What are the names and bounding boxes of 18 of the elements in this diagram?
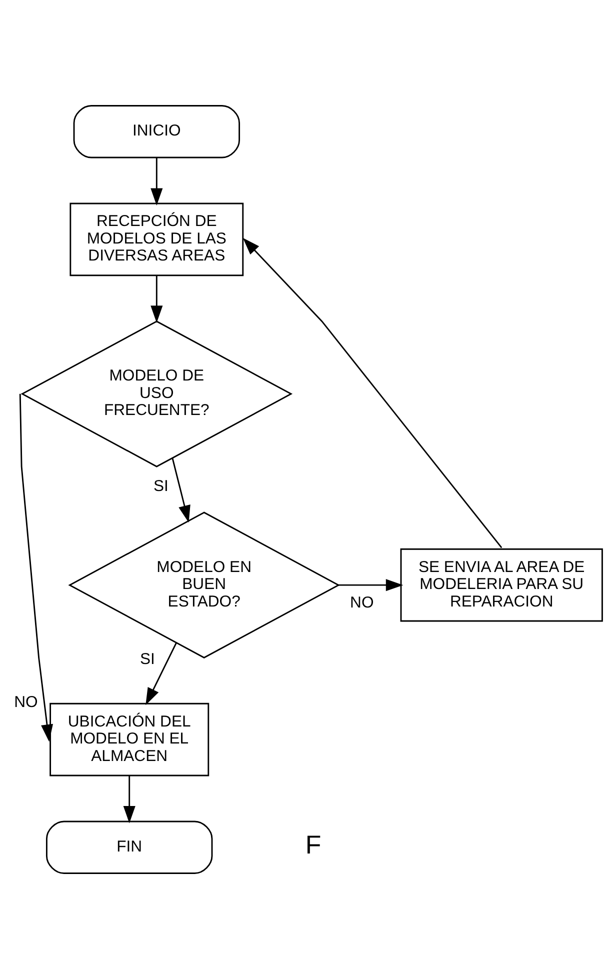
node-box: SE ENVIA AL AREA DE MODELERIA PARA SU REPARACION — [400, 548, 603, 622]
node-box: INICIO — [73, 105, 240, 158]
arrow — [338, 579, 404, 592]
edge-label: NO — [350, 594, 374, 612]
node-box: FIN — [46, 820, 213, 874]
edge-label: SI — [154, 478, 168, 496]
arrow — [242, 238, 502, 548]
node-box: UBICACIÓN DEL MODELO EN EL ALMACEN — [50, 702, 210, 776]
arrow — [19, 394, 54, 742]
edge-label: NO — [14, 694, 38, 712]
node-box: RECEPCIÓN DE MODELOS DE LAS DIVERSAS AREAS — [70, 202, 244, 276]
arrow — [172, 458, 190, 523]
arrow — [150, 158, 163, 206]
arrow — [150, 276, 163, 323]
arrow — [123, 776, 136, 824]
label: F — [305, 832, 322, 860]
node-diamond: MODELO DE USO FRECUENTE? — [20, 320, 293, 468]
arrow — [146, 642, 177, 706]
